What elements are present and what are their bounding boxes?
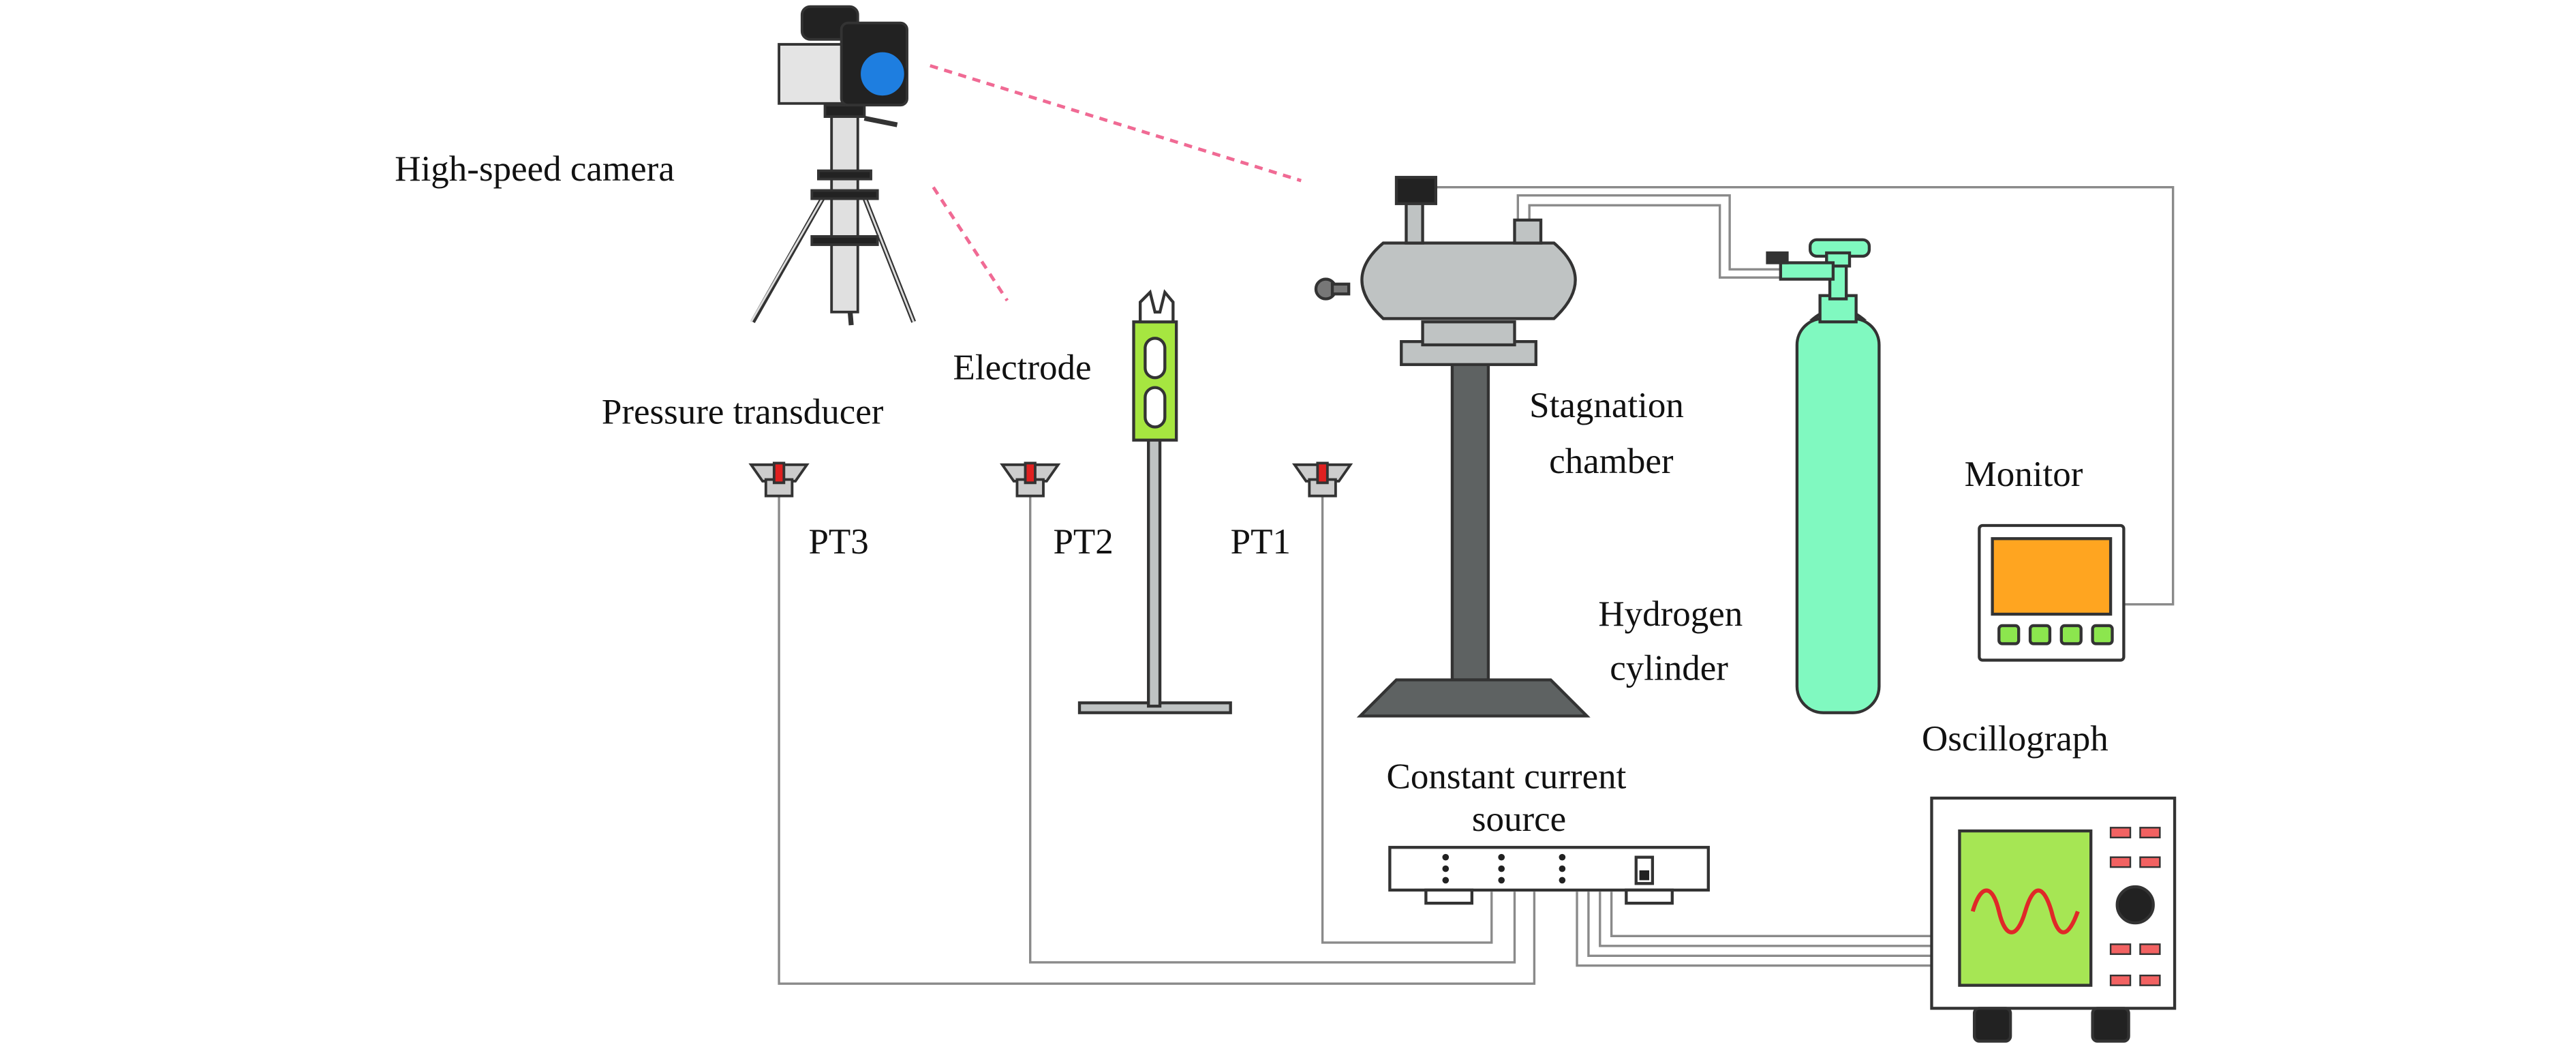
label-pt3: PT3	[808, 522, 868, 562]
label-electrode: Electrode	[953, 348, 1091, 388]
labels: High-speed camera Electrode Pressure tra…	[395, 149, 2108, 839]
gas-cylinder-icon	[1766, 238, 1881, 714]
label-chamber-line1: Stagnation	[1529, 386, 1684, 425]
label-pressure-transducer: Pressure transducer	[602, 393, 884, 432]
label-pt1: PT1	[1231, 522, 1291, 562]
pressure-transducer-pt3	[748, 461, 810, 498]
label-monitor: Monitor	[1965, 455, 2083, 494]
camera-view-lines	[930, 64, 1302, 302]
signal-wave	[1970, 888, 2080, 934]
label-hydrogen-line2: cylinder	[1610, 648, 1728, 688]
label-source-line2: source	[1472, 799, 1566, 839]
wiring	[778, 185, 2175, 985]
label-hydrogen-line1: Hydrogen	[1598, 594, 1743, 634]
label-oscillograph: Oscillograph	[1922, 719, 2109, 759]
gas-line-outer	[1516, 194, 1781, 271]
electrode-icon	[1077, 289, 1232, 714]
video-camera-on-tripod-icon	[750, 5, 917, 326]
wire-source-osc-3	[1599, 892, 1932, 947]
wire-source-osc-4	[1610, 892, 1932, 938]
view-line-lower	[932, 186, 1009, 302]
camera-lens-icon	[858, 49, 907, 99]
monitor-icon	[1978, 523, 2126, 662]
wire-pt1	[1321, 496, 1493, 944]
wire-pt2	[1029, 496, 1516, 964]
pressure-transducer-pt2	[1000, 461, 1061, 498]
stagnation-chamber-icon	[1314, 176, 1591, 718]
wire-source-osc-2	[1587, 892, 1932, 957]
label-source-line1: Constant current	[1387, 757, 1627, 797]
view-line-upper	[930, 64, 1302, 183]
label-pt2: PT2	[1053, 522, 1113, 562]
pressure-transducer-pt1	[1291, 461, 1353, 498]
current-source-icon	[1388, 846, 1710, 905]
oscilloscope-icon	[1930, 796, 2177, 1043]
label-chamber-line2: chamber	[1549, 442, 1674, 481]
label-camera: High-speed camera	[395, 149, 675, 189]
gas-line-inner	[1528, 204, 1781, 279]
wire-pt3	[778, 496, 1536, 985]
wire-source-osc-1	[1576, 892, 1932, 967]
wire-chamber-monitor	[1435, 185, 2175, 606]
